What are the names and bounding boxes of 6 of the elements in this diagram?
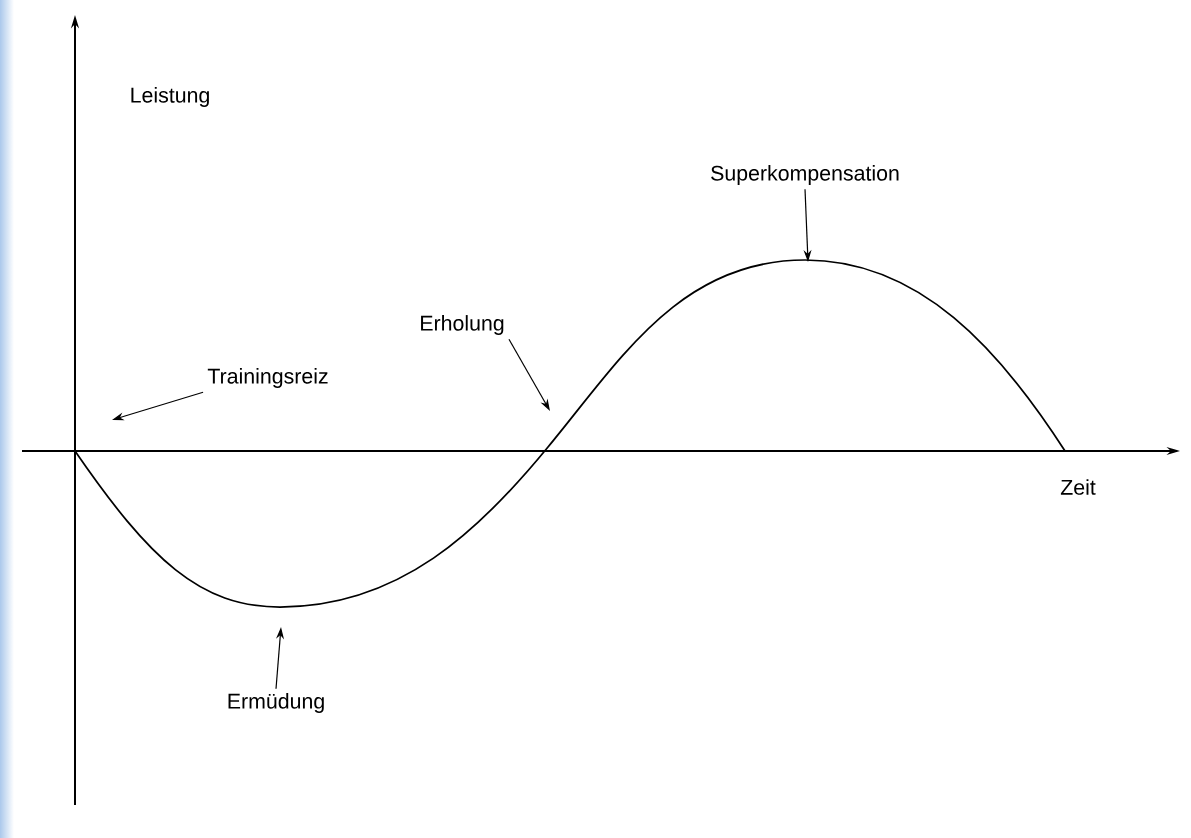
- axis-label: Zeit: [1060, 479, 1096, 495]
- annotation-text: Trainingsreiz: [207, 368, 328, 388]
- annotation-text: Erholung: [421, 315, 504, 335]
- axis-label: Leistung: [131, 87, 209, 107]
- annotation-text: Superkompensation: [711, 165, 899, 185]
- annotation-text: Ermüdung: [228, 693, 324, 713]
